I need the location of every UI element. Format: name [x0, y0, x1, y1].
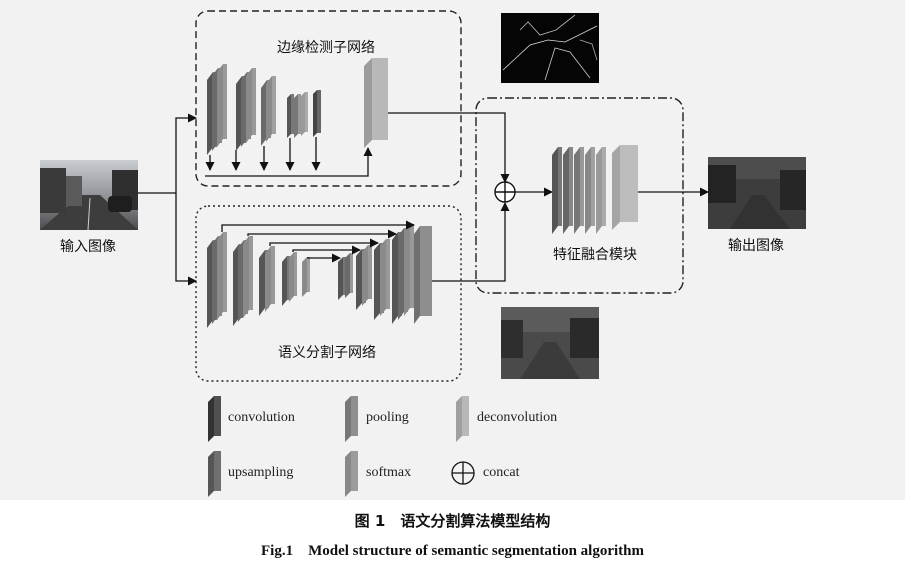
figure-background [0, 0, 905, 500]
edge-skip-arrows [205, 137, 373, 177]
edge-block-1 [207, 64, 227, 155]
sem-enc-5 [302, 257, 310, 297]
input-to-edge-arrow [138, 113, 197, 194]
sem-enc-2 [233, 236, 253, 326]
semantic-map-image [501, 307, 599, 379]
legend-label-convolution: convolution [228, 410, 295, 425]
edge-block-5 [313, 90, 321, 137]
edge-subnet-label: 边缘检测子网络 [277, 40, 375, 56]
fusion-module-box [475, 97, 684, 294]
fusion-layers [552, 145, 638, 234]
edge-deconv [364, 58, 388, 148]
sem-enc-4 [282, 252, 297, 306]
sem-dec-1 [338, 253, 353, 300]
legend-label-concat: concat [483, 465, 520, 480]
legend-label-deconvolution: deconvolution [477, 410, 558, 425]
sem-dec-2 [356, 245, 372, 310]
legend-swatch-convolution [208, 396, 221, 442]
sem-dec-3 [374, 239, 390, 320]
semantic-skip-arrows [221, 220, 415, 263]
semantic-layers [207, 224, 432, 328]
output-image [708, 157, 806, 229]
semantic-subnet-box [195, 205, 462, 382]
input-image-label: 输入图像 [60, 239, 116, 255]
sem-enc-1 [207, 232, 227, 328]
legend-swatch-softmax [345, 451, 358, 497]
input-to-semantic-arrow [175, 193, 197, 286]
caption-chinese: 图 1 语文分割算法模型结构 [354, 512, 551, 530]
sem-dec-4 [392, 224, 414, 324]
edge-to-concat-arrow [388, 112, 510, 183]
edge-subnet-box [195, 10, 462, 187]
legend-label-upsampling: upsampling [228, 465, 294, 480]
legend-swatch-deconvolution [456, 396, 469, 442]
legend-swatch-pooling [345, 396, 358, 442]
input-image [40, 160, 138, 231]
legend-concat-symbol [451, 461, 475, 485]
edge-block-4 [287, 92, 308, 138]
caption-english: Fig.1 Model structure of semantic segmen… [261, 543, 644, 559]
semantic-to-concat-arrow [432, 202, 510, 282]
sem-softmax [414, 226, 432, 324]
fusion-module-label: 特征融合模块 [553, 247, 637, 263]
edge-block-3 [261, 76, 276, 146]
legend-swatch-upsampling [208, 451, 221, 497]
legend-label-pooling: pooling [366, 410, 409, 425]
edge-map-image [501, 13, 599, 83]
semantic-subnet-label: 语义分割子网络 [278, 345, 376, 361]
edge-layers [207, 58, 388, 155]
concat-symbol [494, 181, 516, 203]
edge-block-2 [236, 68, 256, 151]
output-image-label: 输出图像 [728, 238, 784, 254]
legend-label-softmax: softmax [366, 465, 412, 480]
sem-enc-3 [259, 246, 275, 316]
